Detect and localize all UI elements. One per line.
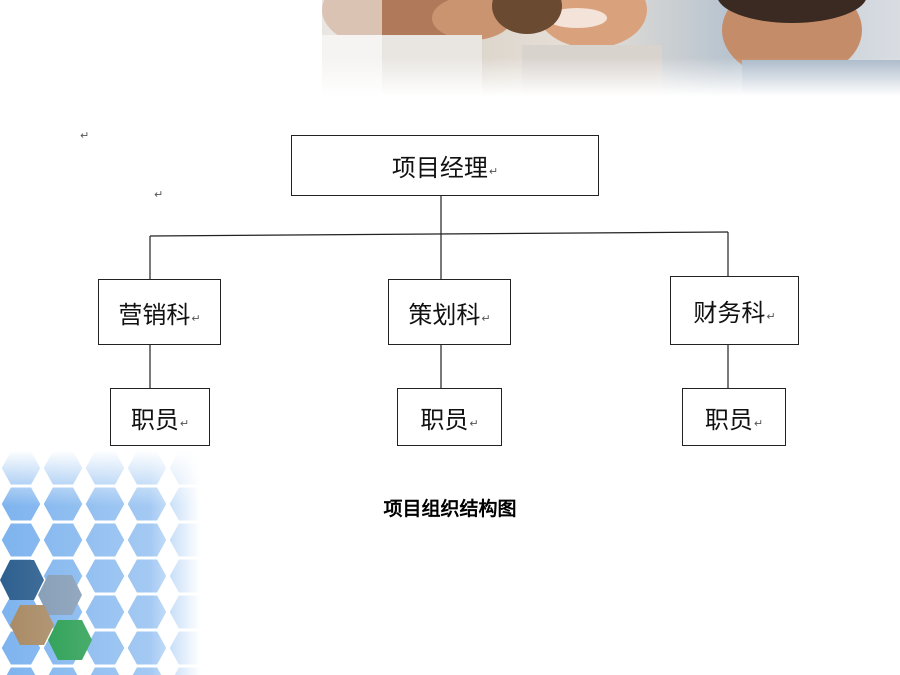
people-photo-banner <box>322 0 900 96</box>
node-label: 财务科 <box>693 299 766 327</box>
node-department: 策划科↵ <box>388 279 511 345</box>
paragraph-mark: ↵ <box>481 311 491 325</box>
node-label: 项目经理 <box>391 154 488 182</box>
paragraph-mark: ↵ <box>179 416 190 430</box>
node-staff: 职员↵ <box>397 388 502 446</box>
node-label: 职员 <box>420 405 469 434</box>
hexagon-tech-decoration <box>0 450 200 675</box>
node-department: 财务科↵ <box>670 276 799 345</box>
stray-paragraph-mark: ↵ <box>80 129 90 142</box>
node-label: 职员 <box>130 405 179 434</box>
node-department: 营销科↵ <box>98 279 221 345</box>
paragraph-mark: ↵ <box>469 416 479 430</box>
paragraph-mark: ↵ <box>191 311 201 325</box>
node-project-manager: 项目经理↵ <box>291 135 599 196</box>
node-label: 职员 <box>704 405 753 434</box>
node-staff: 职员↵ <box>682 388 786 446</box>
node-staff: 职员↵ <box>110 388 210 446</box>
diagram-caption: 项目组织结构图 <box>383 498 517 520</box>
paragraph-mark: ↵ <box>753 416 764 430</box>
paragraph-mark: ↵ <box>488 165 499 178</box>
paragraph-mark: ↵ <box>766 310 776 323</box>
node-label: 策划科 <box>408 300 481 329</box>
stray-paragraph-mark: ↵ <box>154 188 164 201</box>
node-label: 营销科 <box>118 300 191 329</box>
